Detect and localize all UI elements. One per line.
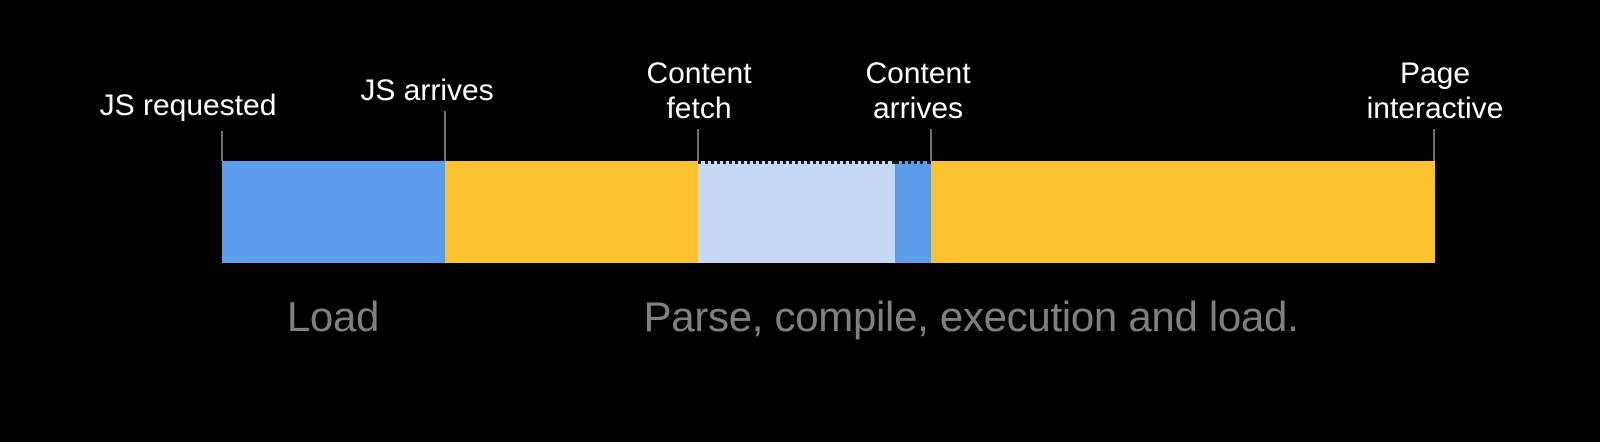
milestone-tick-content-fetch <box>697 129 699 161</box>
milestone-label-js-arrives: JS arrives <box>360 74 494 107</box>
milestone-label-content-fetch: Content fetch <box>646 57 752 125</box>
milestone-tick-js-arrives <box>444 111 446 161</box>
segment-content-fetch <box>698 161 895 263</box>
milestone-tick-js-requested <box>221 131 223 161</box>
timeline-bar <box>222 161 1435 263</box>
milestone-label-js-requested: JS requested <box>99 89 277 122</box>
segment-load <box>222 161 445 263</box>
segment-parse-compile-2 <box>931 161 1435 263</box>
segment-parse-compile-1 <box>445 161 698 263</box>
milestone-tick-page-interactive <box>1433 129 1435 161</box>
phase-label-parse: Parse, compile, execution and load. <box>643 293 1299 340</box>
milestone-label-page-interactive: Page interactive <box>1366 57 1504 125</box>
milestone-label-content-arrives: Content arrives <box>865 57 971 125</box>
milestone-tick-content-arrives <box>930 129 932 161</box>
segment-content-arrives <box>895 161 931 263</box>
phase-label-load: Load <box>286 293 380 340</box>
